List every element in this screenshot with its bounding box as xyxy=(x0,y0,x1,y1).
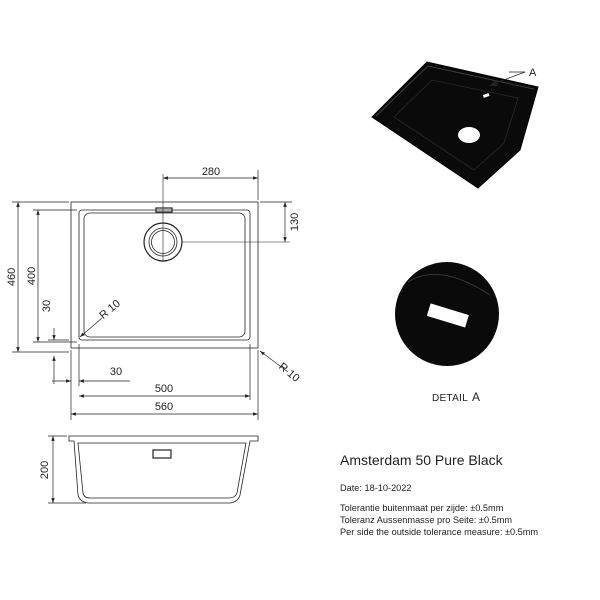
side-outer-profile xyxy=(68,435,259,504)
depth-dimension xyxy=(48,435,86,504)
marker-a-leader xyxy=(492,71,526,85)
sink-3d-body xyxy=(371,61,539,189)
sink-outer-outline xyxy=(70,201,259,349)
sink-3d-view xyxy=(371,61,539,189)
marker-a-label: A xyxy=(529,67,537,79)
product-info-block: Amsterdam 50 Pure Black Date: 18-10-2022… xyxy=(340,452,595,538)
detail-label: DETAIL xyxy=(432,393,468,404)
sink-3d-inner-edge xyxy=(393,79,519,171)
product-title: Amsterdam 50 Pure Black xyxy=(340,452,503,468)
marker-a-arrow xyxy=(489,79,498,86)
side-overflow-slot xyxy=(152,449,172,459)
detail-a-view xyxy=(395,262,499,366)
dimension-lines xyxy=(12,170,292,420)
tolerance-dutch: Tolerantie buitenmaat per zijde: ±0.5mm xyxy=(340,503,504,513)
top-view xyxy=(70,201,259,349)
dim-30-vertical-label: 30 xyxy=(41,300,53,312)
sink-3d-drain xyxy=(458,127,480,143)
dim-130-label: 130 xyxy=(289,213,301,231)
dim-280-label: 280 xyxy=(202,166,220,178)
drawing-date: Date: 18-10-2022 xyxy=(340,483,412,493)
side-inner-profile xyxy=(77,442,247,499)
radius-outer-label: R 10 xyxy=(276,361,302,385)
sink-inner-outline xyxy=(78,209,251,341)
dim-400-label: 400 xyxy=(26,267,38,285)
radius-inner-label: R 10 xyxy=(97,298,123,322)
dim-560-label: 560 xyxy=(155,401,173,413)
detail-letter: A xyxy=(472,390,480,404)
dim-200-label: 200 xyxy=(39,461,51,479)
sink-bowl-outline xyxy=(83,212,246,338)
dim-30-horizontal-label: 30 xyxy=(110,366,122,378)
side-view xyxy=(68,435,259,504)
dim-460-label: 460 xyxy=(6,268,18,286)
drain-centerlines xyxy=(162,174,290,262)
overflow-slot xyxy=(155,207,173,213)
detail-rim-highlight xyxy=(407,274,491,296)
dim-500-label: 500 xyxy=(155,383,173,395)
tolerance-german: Toleranz Aussenmasse pro Seite: ±0.5mm xyxy=(340,515,513,525)
sink-3d-rim-highlight xyxy=(375,65,535,117)
detail-overflow-slot xyxy=(426,303,469,328)
tolerance-english: Per side the outside tolerance measure: … xyxy=(340,527,539,537)
sink-3d-overflow xyxy=(482,93,490,98)
